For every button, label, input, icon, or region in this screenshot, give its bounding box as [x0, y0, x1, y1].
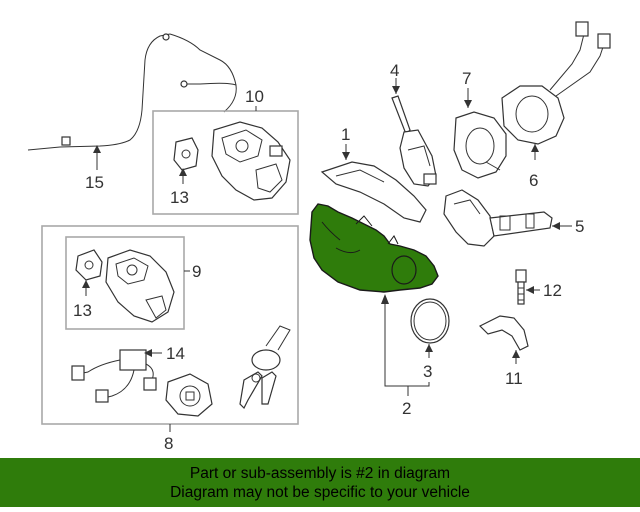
callout-15: 15	[85, 173, 104, 192]
callout-3: 3	[423, 362, 432, 381]
ring-part-3[interactable]	[410, 298, 450, 344]
ignition-lock-assembly-9[interactable]	[75, 249, 175, 323]
switch-part-14[interactable]	[71, 349, 157, 403]
column-cover-lower-part-2[interactable]	[309, 203, 439, 293]
callout-2: 2	[402, 399, 411, 418]
switch-part-4[interactable]	[391, 95, 437, 187]
banner-line-1: Part or sub-assembly is #2 in diagram	[189, 464, 451, 482]
keys[interactable]	[239, 325, 291, 410]
callout-8: 8	[164, 434, 173, 453]
group-frame-9	[65, 236, 185, 330]
callout-7: 7	[462, 69, 471, 88]
column-cover-upper-part-1[interactable]	[320, 161, 427, 223]
callout-4: 4	[390, 61, 399, 80]
callout-6: 6	[529, 171, 538, 190]
parts-diagram: 15 10 13 8 9 13	[27, 21, 611, 453]
clock-spring-part-6[interactable]	[501, 21, 611, 145]
callout-13-upper: 13	[170, 188, 189, 207]
callout-12: 12	[543, 281, 562, 300]
callout-1: 1	[341, 125, 350, 144]
clamp-part-11[interactable]	[478, 315, 529, 351]
callout-11: 11	[505, 369, 523, 388]
switch-part-5[interactable]	[443, 189, 553, 247]
callout-13-lower: 13	[73, 301, 92, 320]
bolt-part-12[interactable]	[515, 269, 527, 305]
callout-9: 9	[192, 262, 201, 281]
banner-line-2: Diagram may not be specific to your vehi…	[170, 483, 470, 501]
callout-14: 14	[166, 344, 185, 363]
ignition-lock-assembly-10[interactable]	[173, 121, 291, 201]
bracket-part-7[interactable]	[453, 111, 507, 179]
callout-5: 5	[575, 217, 584, 236]
info-banner: Part or sub-assembly is #2 in diagram Di…	[0, 458, 640, 507]
key-cylinder[interactable]	[165, 373, 213, 417]
cable-part-15[interactable]	[27, 33, 237, 170]
callout-10: 10	[245, 87, 264, 106]
group-frame-10	[152, 110, 299, 215]
